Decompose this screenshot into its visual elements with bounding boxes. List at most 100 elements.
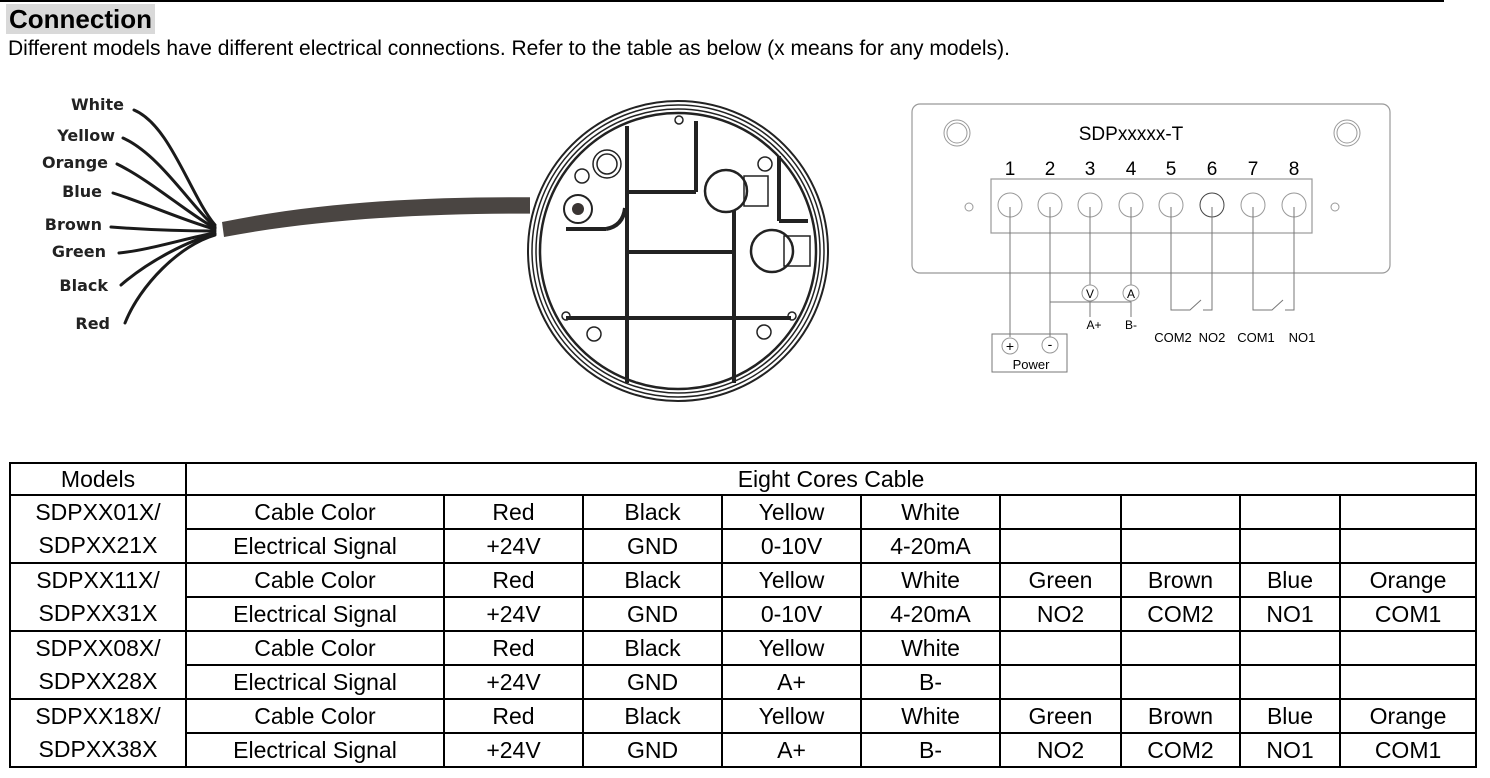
signal-a-label: A+ <box>1086 318 1101 332</box>
cable-color-cell: Green <box>999 561 1122 598</box>
electrical-signal-cell: +24V <box>443 663 584 700</box>
terminal-number: 4 <box>1126 159 1137 180</box>
cable-color-cell: White <box>860 493 1001 530</box>
power-plus-label: + <box>1006 338 1014 354</box>
cable-color-cell: Black <box>582 493 723 530</box>
row-label-cable-color: Cable Color <box>185 561 445 598</box>
meter-v-label: V <box>1086 287 1094 301</box>
cable-color-cell <box>1239 493 1341 530</box>
electrical-signal-cell: COM1 <box>1338 595 1478 632</box>
electrical-signal-cell: B- <box>860 663 1001 700</box>
cable-color-cell: Orange <box>1338 561 1478 598</box>
cable-color-cell <box>999 493 1122 530</box>
terminal-number: 6 <box>1207 159 1218 180</box>
electrical-signal-cell: +24V <box>443 595 584 632</box>
cable-color-cell: Black <box>582 561 723 598</box>
cable-color-cell: White <box>860 629 1001 666</box>
cable-color-cell: Black <box>582 629 723 666</box>
power-label: Power <box>1013 357 1051 372</box>
cable-color-cell: Yellow <box>721 697 862 734</box>
wiring-lines <box>991 207 1295 373</box>
electrical-signal-cell: A+ <box>721 663 862 700</box>
voltmeter-icon <box>1081 284 1099 302</box>
wire-strands <box>109 108 217 325</box>
electrical-signal-cell: COM1 <box>1338 731 1478 768</box>
relay-label-no2: NO2 <box>1199 330 1226 345</box>
cable-color-cell: Red <box>443 493 584 530</box>
electrical-signal-cell <box>1239 527 1341 564</box>
model-line2: SDPXX38X <box>38 735 158 762</box>
electrical-signal-cell <box>1338 663 1478 700</box>
model-line2: SDPXX28X <box>38 667 158 694</box>
electrical-signal-cell: A+ <box>721 731 862 768</box>
wire-white <box>132 108 217 227</box>
row-label-electrical-signal: Electrical Signal <box>185 731 445 768</box>
wire-label-brown: Brown <box>45 215 102 234</box>
terminal-number: 8 <box>1289 159 1300 180</box>
terminal-number: 5 <box>1166 159 1177 180</box>
cable-color-cell: Brown <box>1120 697 1241 734</box>
terminal-block <box>990 178 1313 234</box>
cable-color-cell <box>1338 629 1478 666</box>
model-cell: SDPXX11X/SDPXX31X <box>9 561 187 632</box>
cable-color-cell: Yellow <box>721 493 862 530</box>
cable-header: Eight Cores Cable <box>184 462 1478 496</box>
low-port <box>749 228 795 274</box>
power-minus-label: - <box>1048 336 1053 352</box>
cable-color-cell <box>1120 493 1241 530</box>
cable-color-cell: White <box>860 561 1001 598</box>
electrical-signal-cell <box>999 663 1122 700</box>
high-port <box>703 168 749 214</box>
terminal-number: 3 <box>1085 159 1096 180</box>
electrical-signal-cell: +24V <box>443 527 584 564</box>
intro-text: Different models have different electric… <box>8 37 1010 60</box>
terminal-model-label: SDPxxxxx-T <box>1079 124 1184 145</box>
cable-color-cell: Red <box>443 561 584 598</box>
electrical-signal-cell: NO1 <box>1239 595 1341 632</box>
model-line1: SDPXX08X/ <box>35 634 161 661</box>
power-plus-icon <box>1001 337 1019 355</box>
model-line1: SDPXX11X/ <box>36 566 160 593</box>
cable-entry <box>572 203 584 215</box>
cable-color-cell: Yellow <box>721 561 862 598</box>
electrical-signal-cell: NO1 <box>1239 731 1341 768</box>
wire-orange <box>115 162 217 230</box>
wire-label-red: Red <box>75 314 110 333</box>
model-cell: SDPXX08X/SDPXX28X <box>9 629 187 700</box>
top-rule <box>0 0 1444 2</box>
models-header: Models <box>9 462 187 496</box>
power-minus-icon <box>1041 336 1059 354</box>
cable-color-cell: Brown <box>1120 561 1241 598</box>
electrical-signal-cell: B- <box>860 731 1001 768</box>
cable-color-cell <box>1338 493 1478 530</box>
relay-label-no1: NO1 <box>1289 330 1316 345</box>
row-label-electrical-signal: Electrical Signal <box>185 663 445 700</box>
electrical-signal-cell: GND <box>582 527 723 564</box>
terminal-screws <box>997 192 1307 218</box>
row-label-cable-color: Cable Color <box>185 629 445 666</box>
terminal-panel <box>911 103 1391 274</box>
electrical-signal-cell: NO2 <box>999 731 1122 768</box>
cable-color-cell <box>1120 629 1241 666</box>
row-label-electrical-signal: Electrical Signal <box>185 595 445 632</box>
cable-color-cell: Blue <box>1239 697 1341 734</box>
cable-color-cell: Yellow <box>721 629 862 666</box>
cable-color-cell: Green <box>999 697 1122 734</box>
cable-color-cell: White <box>860 697 1001 734</box>
electrical-signal-cell: COM2 <box>1120 595 1241 632</box>
device-back-diagram <box>527 100 829 402</box>
connection-table: Models Eight Cores Cable SDPXX01X/SDPXX2… <box>9 462 1478 768</box>
electrical-signal-cell: GND <box>582 595 723 632</box>
terminal-number: 1 <box>1005 159 1016 180</box>
electrical-signal-cell: COM2 <box>1120 731 1241 768</box>
electrical-signal-cell <box>999 527 1122 564</box>
cable-sheath <box>222 197 530 237</box>
wire-green <box>117 231 217 255</box>
